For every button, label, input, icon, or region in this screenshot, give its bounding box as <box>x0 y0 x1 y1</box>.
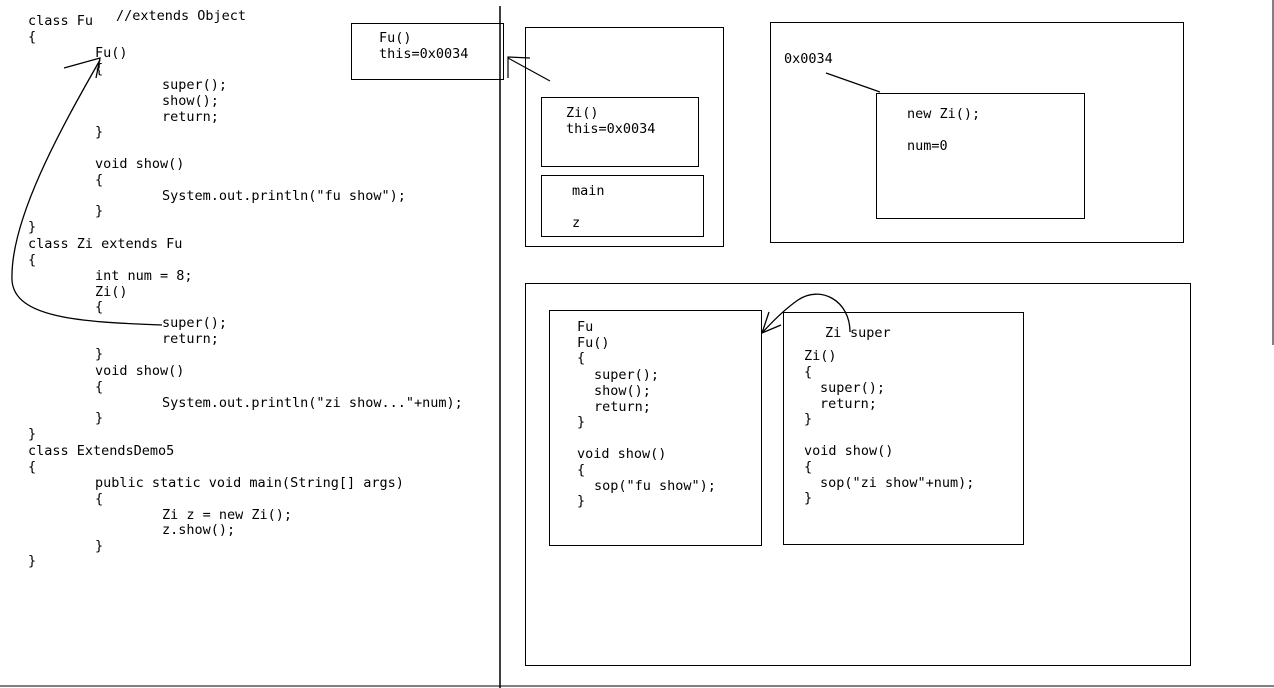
zi-class-line: } <box>804 411 813 427</box>
zi-stack-frame: Zi() this=0x0034 <box>541 97 699 167</box>
zi-class-line: } <box>804 490 813 506</box>
fu-class-line: { <box>577 350 586 366</box>
zi-super-label: super <box>850 325 891 341</box>
zi-class-line: { <box>804 459 813 475</box>
fu-class-line: { <box>577 462 586 478</box>
stack-area <box>525 27 724 247</box>
code-line: Zi z = new Zi(); <box>162 507 293 523</box>
code-line: public static void main(String[] args) <box>95 475 404 491</box>
zi-class-line: { <box>804 364 813 380</box>
code-line: } <box>95 124 104 140</box>
code-line: } <box>95 346 104 362</box>
method-area <box>525 283 1191 666</box>
main-stack-frame: main z <box>541 175 704 237</box>
zi-class-line: super(); <box>820 380 886 396</box>
main-frame-method: main <box>572 183 605 199</box>
code-line: } <box>95 538 104 554</box>
code-line: { <box>95 379 104 395</box>
code-line: System.out.println("fu show"); <box>162 188 406 204</box>
code-line: { <box>95 299 104 315</box>
fu-stack-frame: Fu() this=0x0034 <box>351 23 504 80</box>
code-line: show(); <box>162 93 219 109</box>
code-line: } <box>28 426 37 442</box>
code-line: { <box>95 491 104 507</box>
fu-frame-this: this=0x0034 <box>379 46 469 62</box>
code-line: } <box>95 410 104 426</box>
code-line: class Fu <box>28 13 94 29</box>
code-line: z.show(); <box>162 522 236 538</box>
fu-class-line: Fu() <box>577 335 610 351</box>
code-comment: //extends Object <box>116 8 247 24</box>
object-field-num: num=0 <box>907 138 948 154</box>
code-line: super(); <box>162 77 228 93</box>
code-line: return; <box>162 331 219 347</box>
fu-class-line: void show() <box>577 446 667 462</box>
code-line: { <box>28 459 37 475</box>
heap-address: 0x0034 <box>784 51 833 67</box>
code-line: return; <box>162 109 219 125</box>
zi-class-box: Zi super Zi() { super(); return; } void … <box>783 312 1024 545</box>
code-line: Zi() <box>95 284 128 300</box>
zi-frame-this: this=0x0034 <box>566 121 656 137</box>
zi-object: new Zi(); num=0 <box>876 93 1085 219</box>
zi-frame-method: Zi() <box>566 105 599 121</box>
code-line: } <box>28 553 37 569</box>
fu-class-line: } <box>577 493 586 509</box>
zi-class-line: void show() <box>804 443 894 459</box>
code-line: class ExtendsDemo5 <box>28 443 175 459</box>
zi-class-title: Zi <box>825 325 842 341</box>
fu-class-line: super(); <box>594 367 660 383</box>
fu-class-box: Fu Fu() { super(); show(); return; } voi… <box>549 310 762 546</box>
code-line: { <box>28 252 37 268</box>
code-line: int num = 8; <box>95 268 193 284</box>
main-frame-var-z: z <box>572 215 581 231</box>
code-line: Fu() <box>95 45 128 61</box>
fu-class-line: show(); <box>594 383 651 399</box>
code-line: super(); <box>162 315 228 331</box>
zi-class-line: return; <box>820 396 877 412</box>
code-line: } <box>28 219 37 235</box>
zi-class-line: Zi() <box>804 348 837 364</box>
zi-class-line: sop("zi show"+num); <box>820 475 975 491</box>
super-call-curve <box>11 59 163 326</box>
fu-class-line: } <box>577 414 586 430</box>
fu-class-line: sop("fu show"); <box>594 478 716 494</box>
object-creation: new Zi(); <box>907 106 981 122</box>
code-line: { <box>95 61 104 77</box>
fu-frame-method: Fu() <box>379 30 412 46</box>
fu-class-line: return; <box>594 399 651 415</box>
code-line: class Zi extends Fu <box>28 236 183 252</box>
heap-area <box>770 22 1184 243</box>
code-line: { <box>28 29 37 45</box>
code-line: System.out.println("zi show..."+num); <box>162 395 463 411</box>
code-line: } <box>95 203 104 219</box>
code-line: void show() <box>95 156 185 172</box>
fu-class-line: Fu <box>577 319 594 335</box>
code-line: void show() <box>95 363 185 379</box>
code-line: { <box>95 172 104 188</box>
